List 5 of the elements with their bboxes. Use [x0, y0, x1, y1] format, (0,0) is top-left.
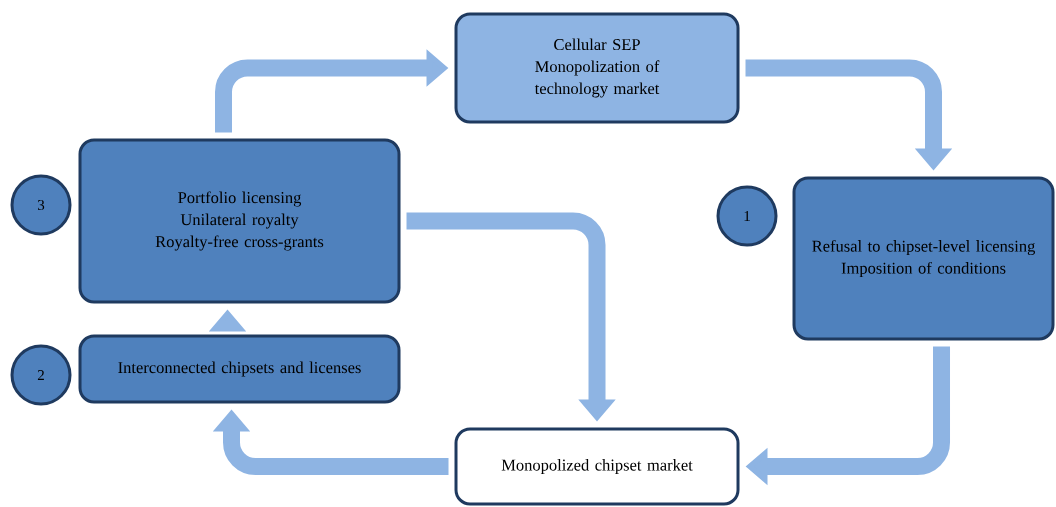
- process-box: Interconnected chipsets and licenses: [78, 334, 401, 404]
- process-box: Portfolio licensing Unilateral royalty Royalty-free cross-grants: [78, 138, 401, 304]
- process-box: Monopolized chipset market: [454, 427, 740, 506]
- process-box: Cellular SEP Monopolization of technology market: [454, 12, 740, 124]
- process-box: Refusal to chipset-level licensing Imposition of conditions: [792, 176, 1055, 341]
